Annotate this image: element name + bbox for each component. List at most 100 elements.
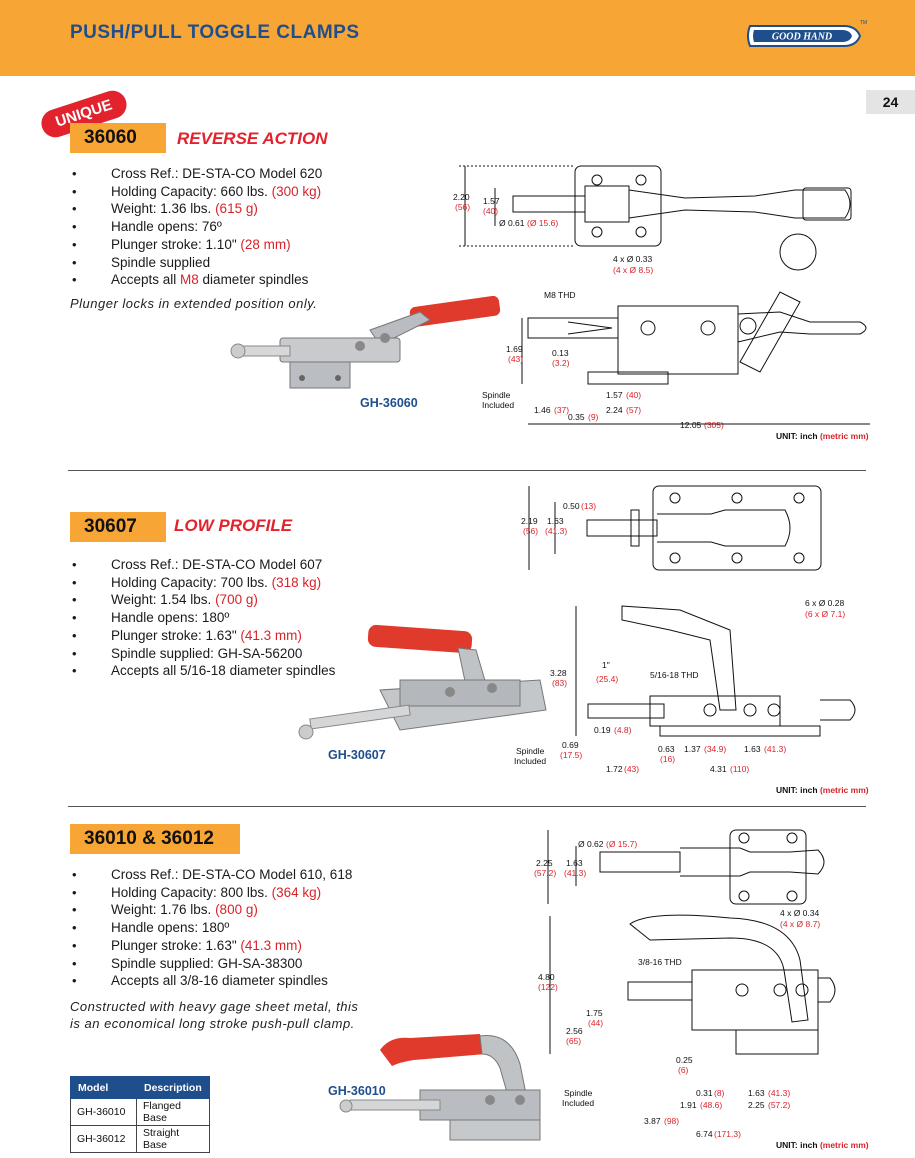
spec-item: Plunger stroke: 1.63" (41.3 mm) bbox=[70, 937, 352, 955]
svg-text:2.25: 2.25 bbox=[536, 858, 553, 868]
page-title: PUSH/PULL TOGGLE CLAMPS bbox=[70, 22, 360, 43]
svg-text:(43): (43) bbox=[508, 354, 523, 364]
svg-text:0.63: 0.63 bbox=[658, 744, 675, 754]
svg-text:2.25: 2.25 bbox=[748, 1100, 765, 1110]
model-number-30607: 30607 bbox=[70, 512, 166, 542]
svg-text:0.13: 0.13 bbox=[552, 348, 569, 358]
unit-label: UNIT: inch (metric mm) bbox=[776, 431, 869, 441]
svg-text:1.69: 1.69 bbox=[506, 344, 523, 354]
spec-item: Accepts all 3/8-16 diameter spindles bbox=[70, 972, 352, 990]
svg-text:(16): (16) bbox=[660, 754, 675, 764]
product-note: Constructed with heavy gage sheet metal,… bbox=[70, 999, 359, 1031]
svg-text:1.57: 1.57 bbox=[606, 390, 623, 400]
svg-text:(8): (8) bbox=[714, 1088, 725, 1098]
spec-item: Spindle supplied: GH-SA-56200 bbox=[70, 645, 335, 663]
svg-text:(13): (13) bbox=[581, 501, 596, 511]
spec-item: Accepts all 5/16-18 diameter spindles bbox=[70, 662, 335, 680]
svg-text:(Ø 15.6): (Ø 15.6) bbox=[527, 218, 558, 228]
svg-text:3.28: 3.28 bbox=[550, 668, 567, 678]
spec-item: Accepts all M8 diameter spindles bbox=[70, 271, 322, 289]
svg-text:(83): (83) bbox=[552, 678, 567, 688]
svg-text:6.74: 6.74 bbox=[696, 1129, 713, 1139]
svg-text:(34.9): (34.9) bbox=[704, 744, 726, 754]
section-divider bbox=[68, 470, 866, 471]
svg-text:(40): (40) bbox=[626, 390, 641, 400]
svg-text:3/8-16 THD: 3/8-16 THD bbox=[638, 957, 682, 967]
spec-list: Cross Ref.: DE-STA-CO Model 607 Holding … bbox=[70, 556, 335, 680]
svg-text:5/16-18 THD: 5/16-18 THD bbox=[650, 670, 699, 680]
svg-text:(57.2): (57.2) bbox=[768, 1100, 790, 1110]
product-note: Plunger locks in extended position only. bbox=[70, 296, 318, 311]
svg-text:(41.3): (41.3) bbox=[764, 744, 786, 754]
spec-item: Weight: 1.76 lbs. (800 g) bbox=[70, 901, 352, 919]
spec-item: Weight: 1.36 lbs. (615 g) bbox=[70, 200, 322, 218]
unit-label: UNIT: inch (metric mm) bbox=[776, 1140, 869, 1150]
svg-text:(43): (43) bbox=[624, 764, 639, 774]
side-view-drawing-36010: 3/8-16 THD 4.80 (122) 1.75 (44) 2.56 (65… bbox=[538, 914, 836, 1139]
svg-text:0.25: 0.25 bbox=[676, 1055, 693, 1065]
svg-text:(17.5): (17.5) bbox=[560, 750, 582, 760]
svg-text:Spindle: Spindle bbox=[516, 746, 545, 756]
svg-text:2.20: 2.20 bbox=[453, 192, 470, 202]
svg-text:(57.2): (57.2) bbox=[534, 868, 556, 878]
spec-item: Plunger stroke: 1.10" (28 mm) bbox=[70, 236, 322, 254]
svg-text:(48.6): (48.6) bbox=[700, 1100, 722, 1110]
model-table: Model Description GH-36010 Flanged Base … bbox=[70, 1076, 210, 1153]
svg-text:2.19: 2.19 bbox=[521, 516, 538, 526]
spec-item: Holding Capacity: 660 lbs. (300 kg) bbox=[70, 183, 322, 201]
top-view-drawing-30607: 0.50 (13) 2.19 (56) 1.63 (41.3) 6 x Ø 0.… bbox=[521, 485, 845, 619]
table-row: GH-36012 Straight Base bbox=[70, 1125, 210, 1153]
svg-text:(56): (56) bbox=[455, 202, 470, 212]
spec-item: Cross Ref.: DE-STA-CO Model 607 bbox=[70, 556, 335, 574]
svg-text:Spindle: Spindle bbox=[564, 1088, 593, 1098]
spec-item: Cross Ref.: DE-STA-CO Model 610, 618 bbox=[70, 866, 352, 884]
svg-text:(37): (37) bbox=[554, 405, 569, 415]
svg-text:(4.8): (4.8) bbox=[614, 725, 632, 735]
svg-text:1.37: 1.37 bbox=[684, 744, 701, 754]
svg-text:1.72: 1.72 bbox=[606, 764, 623, 774]
svg-text:(44): (44) bbox=[588, 1018, 603, 1028]
svg-text:(56): (56) bbox=[523, 526, 538, 536]
section-divider bbox=[68, 806, 866, 807]
svg-text:(65): (65) bbox=[566, 1036, 581, 1046]
spec-item: Spindle supplied: GH-SA-38300 bbox=[70, 955, 352, 973]
top-view-drawing-36010: Ø 0.62 (Ø 15.7) 2.25 (57.2) 1.63 (41.3) … bbox=[534, 829, 825, 929]
photo-label: GH-36010 bbox=[328, 1084, 386, 1098]
svg-text:Ø 0.62: Ø 0.62 bbox=[578, 839, 604, 849]
spec-item: Handle opens: 180º bbox=[70, 609, 335, 627]
svg-text:TM: TM bbox=[860, 20, 867, 26]
svg-text:4.31: 4.31 bbox=[710, 764, 727, 774]
svg-text:M8 THD: M8 THD bbox=[544, 290, 576, 300]
svg-text:Ø 0.61: Ø 0.61 bbox=[499, 218, 525, 228]
svg-text:(41.3): (41.3) bbox=[768, 1088, 790, 1098]
model-subtitle: REVERSE ACTION bbox=[177, 129, 328, 148]
svg-text:0.35: 0.35 bbox=[568, 412, 585, 422]
svg-text:(9): (9) bbox=[588, 412, 599, 422]
svg-text:1.46: 1.46 bbox=[534, 405, 551, 415]
svg-text:(4 x Ø 8.7): (4 x Ø 8.7) bbox=[780, 919, 820, 929]
svg-text:1.91: 1.91 bbox=[680, 1100, 697, 1110]
svg-text:(171.3): (171.3) bbox=[714, 1129, 741, 1139]
svg-text:1.63: 1.63 bbox=[744, 744, 761, 754]
svg-text:(57): (57) bbox=[626, 405, 641, 415]
svg-text:1.63: 1.63 bbox=[566, 858, 583, 868]
svg-text:(Ø 15.7): (Ø 15.7) bbox=[606, 839, 637, 849]
svg-text:Included: Included bbox=[562, 1098, 594, 1108]
svg-text:4 x Ø 0.33: 4 x Ø 0.33 bbox=[613, 254, 652, 264]
svg-text:(6 x Ø 7.1): (6 x Ø 7.1) bbox=[805, 609, 845, 619]
photo-label: GH-30607 bbox=[328, 748, 386, 762]
clamp-photo-36060 bbox=[230, 295, 501, 389]
spec-item: Holding Capacity: 800 lbs. (364 kg) bbox=[70, 884, 352, 902]
top-view-drawing-36060: 2.20 (56) 1.57 (40) Ø 0.61 (Ø 15.6) 4 x … bbox=[453, 165, 852, 275]
page-number: 24 bbox=[866, 90, 915, 114]
table-header: Model bbox=[70, 1076, 137, 1099]
spec-list: Cross Ref.: DE-STA-CO Model 620 Holding … bbox=[70, 165, 322, 289]
spec-item: Handle opens: 76º bbox=[70, 218, 322, 236]
svg-text:0.69: 0.69 bbox=[562, 740, 579, 750]
svg-text:1.75: 1.75 bbox=[586, 1008, 603, 1018]
svg-text:12.05: 12.05 bbox=[680, 420, 702, 430]
svg-text:Spindle: Spindle bbox=[482, 390, 511, 400]
model-number-36010-36012: 36010 & 36012 bbox=[70, 824, 240, 854]
svg-text:(41.3): (41.3) bbox=[545, 526, 567, 536]
svg-text:1.63: 1.63 bbox=[748, 1088, 765, 1098]
